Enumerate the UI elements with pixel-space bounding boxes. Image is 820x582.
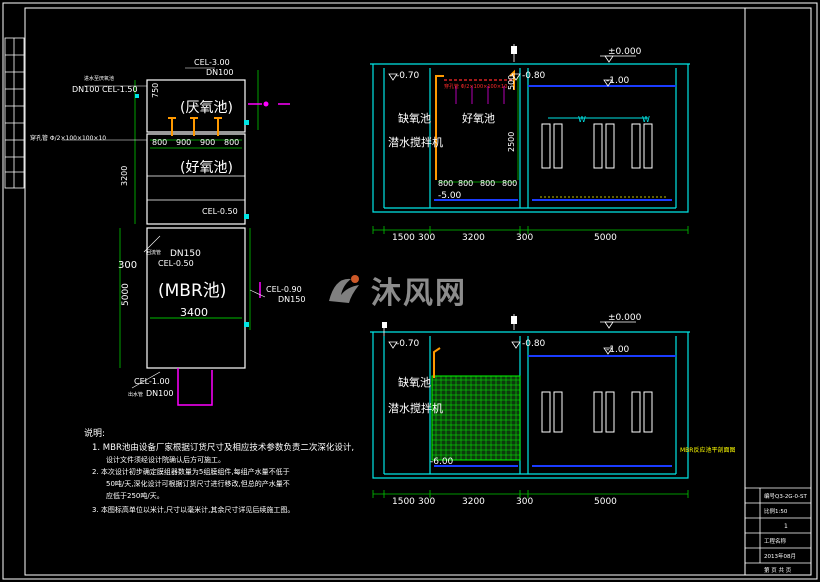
- bottom-elev-0: ±0.000: [608, 313, 642, 323]
- top-elev-0: ±0.000: [608, 47, 642, 57]
- plan-outlet-label: 出水管: [128, 391, 143, 398]
- title-block: MBR反应池平剖面图 编号Q3-2G-0-ST 比例1:50 1 工程名称 20…: [680, 446, 811, 574]
- plan-dn100-top: DN100: [206, 68, 233, 77]
- bottom-m600: -6.00: [430, 457, 454, 467]
- title-row-4: 工程名称: [764, 537, 787, 545]
- plan-mbr-label: (MBR池): [158, 281, 226, 301]
- top-m080: -0.80: [522, 71, 546, 81]
- top-dim-300a: 300: [418, 233, 435, 243]
- top-d800-4: 800: [502, 179, 517, 188]
- title-row-1: 编号Q3-2G-0-ST: [764, 492, 808, 500]
- top-aerobic-label: 好氧池: [462, 111, 495, 125]
- top-d800-1: 800: [438, 179, 453, 188]
- top-anoxic-label: 缺氧池: [398, 111, 431, 125]
- bottom-dim-300a: 300: [418, 497, 435, 507]
- note-2a: 2. 本次设计初步确定膜组器数量为5组膜组件,每组产水量不低于: [92, 467, 290, 476]
- plan-dim-800b: 800: [224, 138, 239, 147]
- top-dim-3200: 3200: [462, 233, 485, 243]
- inner-border: [24, 7, 812, 576]
- top-dim-300b: 300: [516, 233, 533, 243]
- title-row-5: 2013年08月: [764, 552, 796, 560]
- top-d800-3: 800: [480, 179, 495, 188]
- watermark-text: 沐风网: [371, 276, 467, 311]
- plan-dim-5000: 5000: [121, 283, 131, 306]
- membrane-modules-bottom: [541, 391, 653, 433]
- note-2c: 应低于250吨/天。: [106, 491, 164, 500]
- top-d2500: 2500: [507, 132, 516, 152]
- top-d500: 500: [507, 75, 516, 90]
- watermark: 沐风网: [325, 270, 500, 311]
- watermark-logo-icon: [329, 275, 359, 303]
- top-w-mark-2: W: [642, 115, 650, 124]
- bottom-dim-5000: 5000: [594, 497, 617, 507]
- top-w-mark-1: W: [578, 115, 586, 124]
- plan-cel-050: CEL-0.50: [202, 207, 238, 216]
- bottom-dim-3200: 3200: [462, 497, 485, 507]
- top-m100: -1.00: [606, 76, 630, 86]
- bottom-anoxic-label: 缺氧池: [398, 375, 431, 389]
- plan-dim-800a: 800: [152, 138, 167, 147]
- note-3: 3. 本图标高单位以米计,尺寸以毫米计,其余尺寸详见后续施工图。: [92, 505, 294, 514]
- membrane-modules-top: [541, 123, 653, 169]
- plan-cel-100: CEL-1.00: [134, 377, 170, 386]
- design-notes: 说明: 1. MBR池由设备厂家根据订货尺寸及相应技术参数负责二次深化设计, 设…: [84, 427, 354, 514]
- plan-anoxic-tank: [146, 79, 246, 133]
- bottom-m100: -1.00: [606, 345, 630, 355]
- bottom-mixer-label: 潜水搅拌机: [388, 401, 443, 415]
- top-d800-2: 800: [458, 179, 473, 188]
- plan-perforated-pipe: 穿孔管 Φ/2×100×100×10: [30, 134, 106, 142]
- bottom-m070: -0.70: [396, 339, 420, 349]
- plan-anoxic-label: (厌氧池): [180, 100, 233, 116]
- plan-dn100-bottom: DN100: [146, 389, 173, 398]
- top-dim-1500: 1500: [392, 233, 415, 243]
- plan-return-label: 回流管: [146, 249, 161, 256]
- plan-dim-900b: 900: [200, 138, 215, 147]
- bottom-m080: -0.80: [522, 339, 546, 349]
- plan-cel-090: CEL-0.90: [266, 285, 302, 294]
- plan-dn150-top: DN150: [170, 249, 201, 259]
- top-dim-5000: 5000: [594, 233, 617, 243]
- top-section-view: ±0.000 -0.70 -0.80 -1.00 缺氧池 潜水搅拌机 好氧池 穿…: [370, 44, 690, 243]
- plan-cel-050b: CEL-0.50: [158, 259, 194, 268]
- notes-title: 说明:: [84, 427, 105, 439]
- plan-inlet-note: 进水至厌氧池: [84, 75, 114, 82]
- bio-packing-grid: [431, 375, 521, 461]
- plan-view: (厌氧池) (好氧池) (MBR池) CEL-3.00 DN100 进水至厌氧池…: [30, 58, 305, 406]
- title-row-3: 1: [784, 523, 788, 530]
- plan-dim-750: 750: [151, 83, 160, 98]
- plan-dim-3200: 3200: [120, 166, 129, 186]
- plan-aerobic-label: (好氧池): [180, 160, 233, 176]
- plan-dim-900a: 900: [176, 138, 191, 147]
- title-footer: 第 页 共 页: [764, 566, 792, 574]
- left-binding-strip: [4, 37, 25, 189]
- title-row-2: 比例1:50: [764, 507, 788, 515]
- plan-dim-300: 300: [118, 260, 137, 271]
- plan-mbr-tank: [146, 227, 246, 369]
- plan-dn150-right: DN150: [278, 295, 305, 304]
- plan-dim-3400: 3400: [180, 306, 208, 319]
- top-pipe-note: 穿孔管 Φ/2×100×100×10: [444, 83, 507, 90]
- top-m070: -0.70: [396, 71, 420, 81]
- plan-cel-300: CEL-3.00: [194, 58, 230, 67]
- note-1b: 设计文件须经设计院确认后方可施工。: [106, 455, 225, 464]
- plan-aerobic-tank: [146, 133, 246, 225]
- legend-title: MBR反应池平剖面图: [680, 446, 735, 454]
- plan-pipe-label-1: DN100 CEL-1.50: [72, 85, 138, 94]
- top-m500: -5.00: [438, 191, 462, 201]
- bottom-dim-1500: 1500: [392, 497, 415, 507]
- note-2b: 50吨/天,深化设计可根据订货尺寸进行移改,但总的产水量不: [106, 479, 290, 488]
- note-1a: 1. MBR池由设备厂家根据订货尺寸及相应技术参数负责二次深化设计,: [92, 442, 354, 453]
- bottom-section-view: ±0.000 -0.70 -0.80 -1.00 缺氧池 潜水搅拌机 -6.00…: [370, 313, 690, 507]
- top-mixer-label: 潜水搅拌机: [388, 135, 443, 149]
- bottom-dim-300b: 300: [516, 497, 533, 507]
